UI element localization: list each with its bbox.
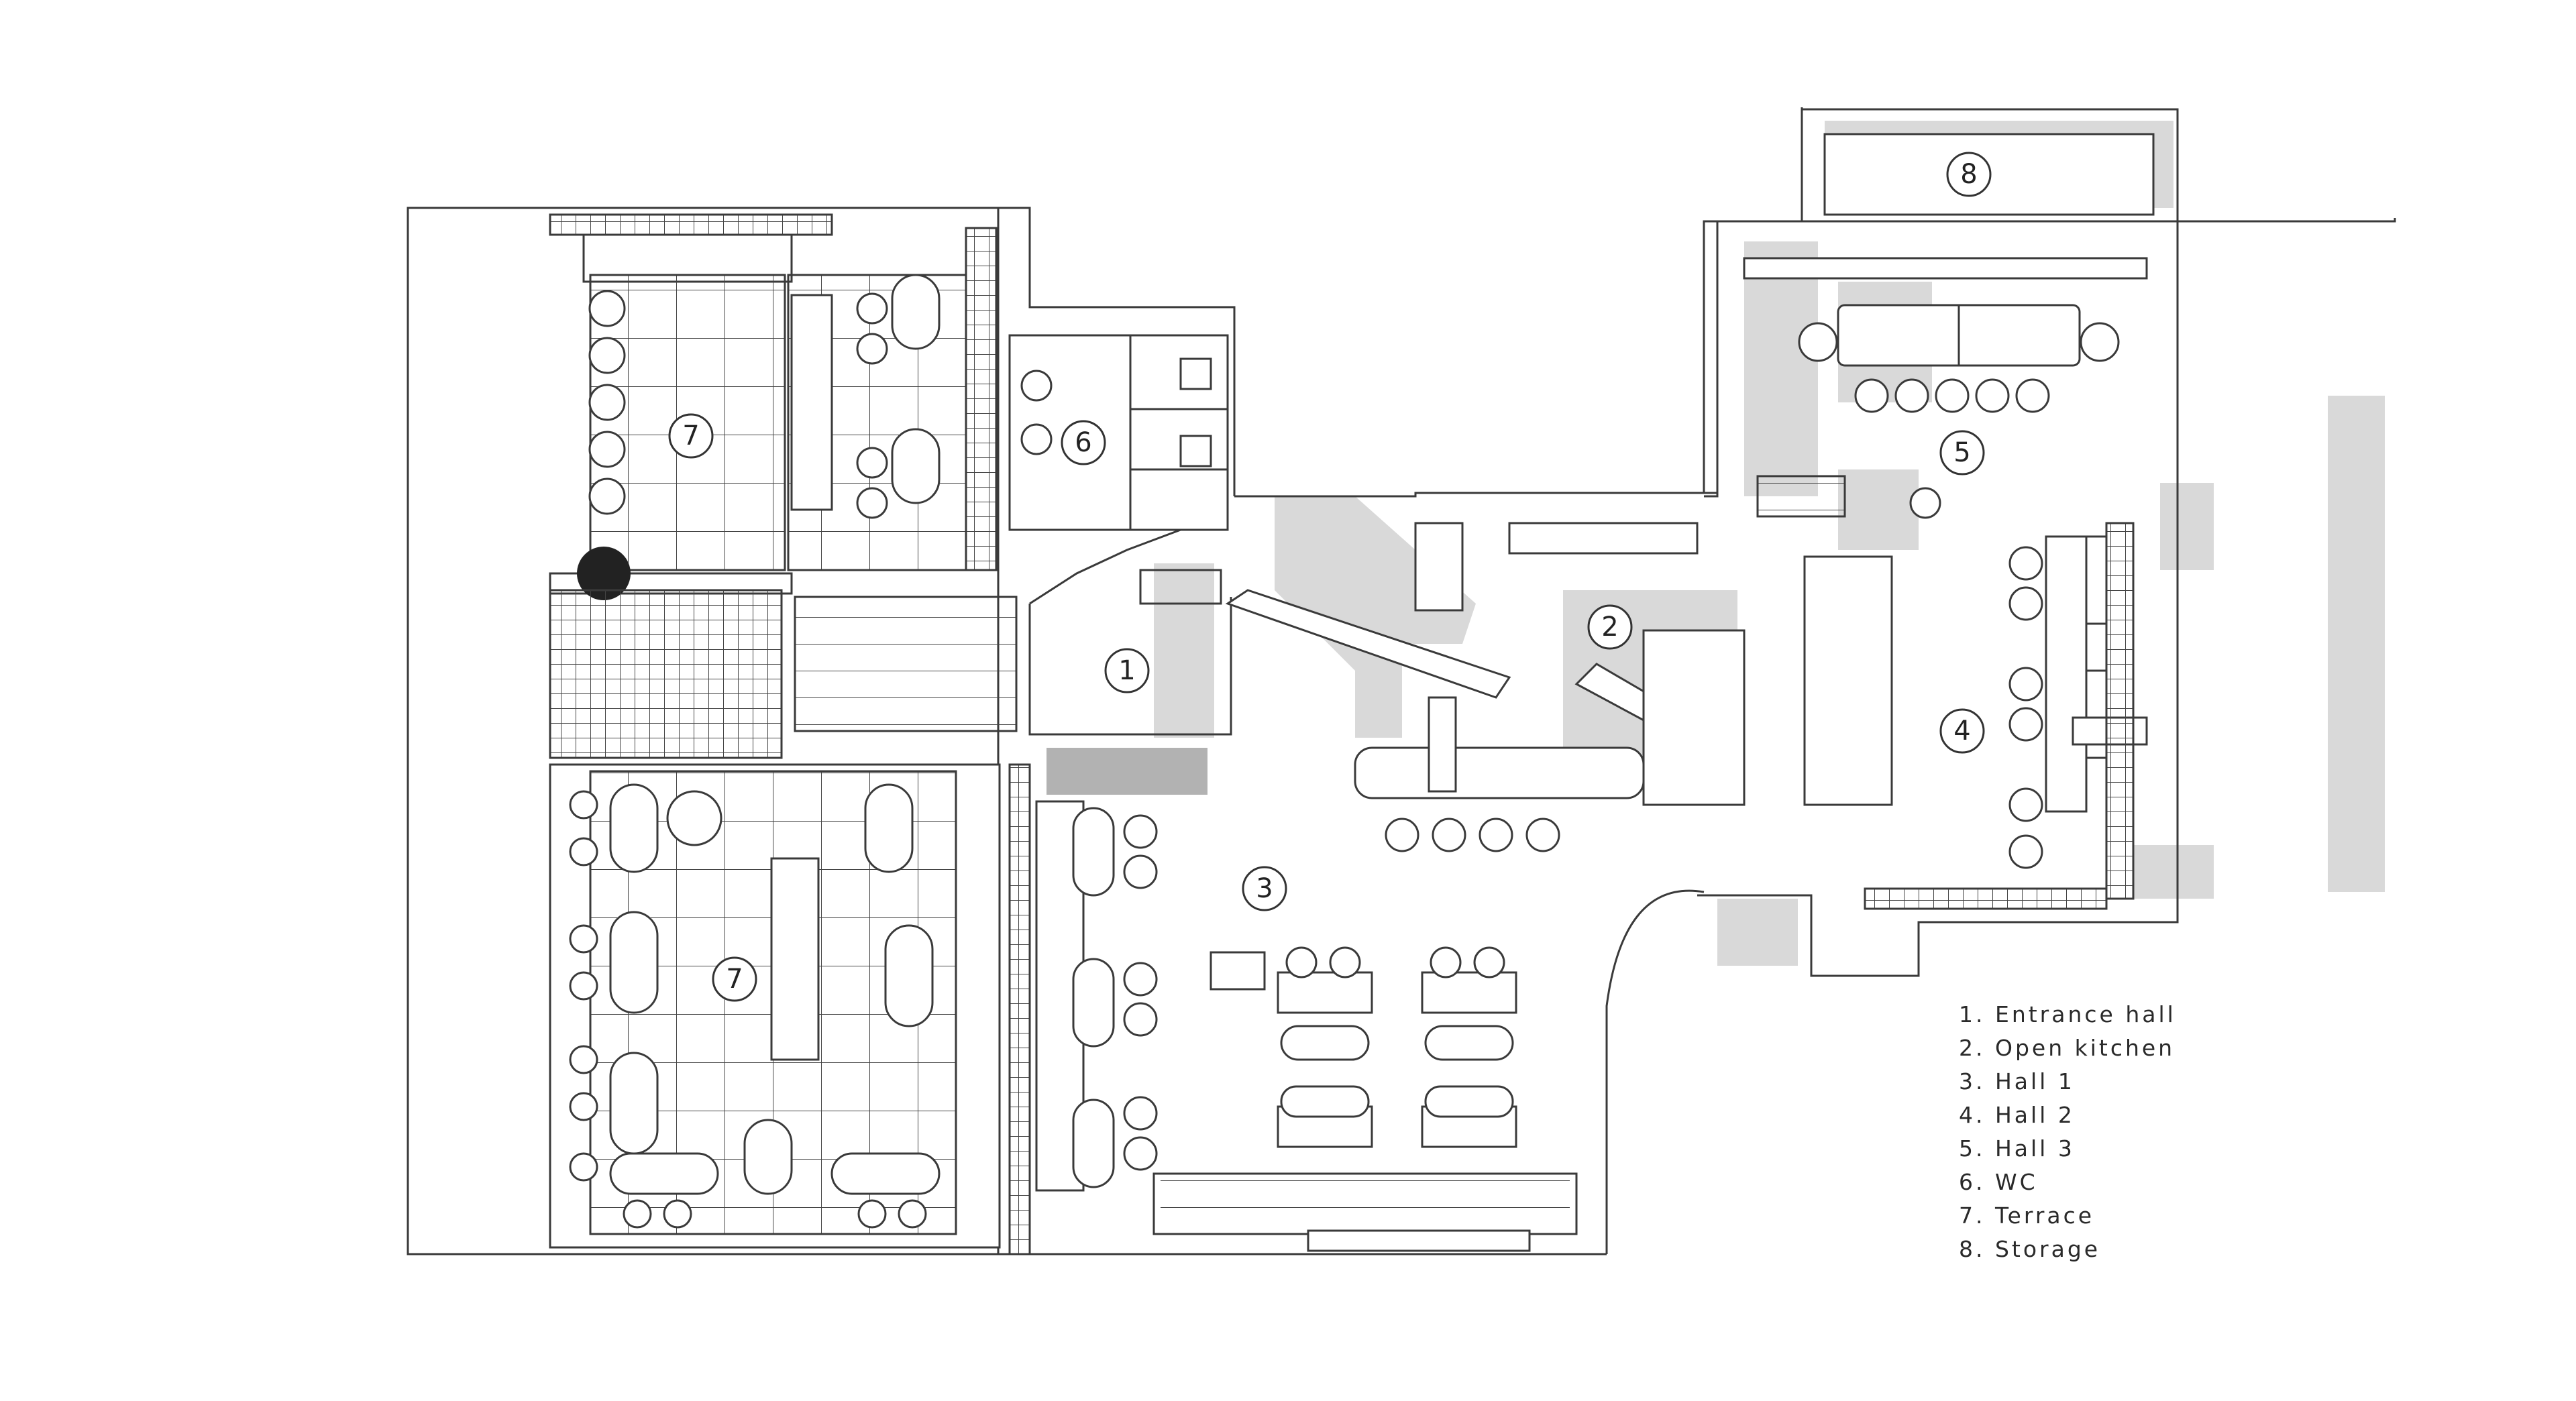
room-number: 1 xyxy=(1118,655,1135,686)
room-marker-7-bottom: 7 xyxy=(712,956,757,1002)
legend-item: 7. Terrace xyxy=(1959,1202,2095,1229)
open-kitchen xyxy=(1225,522,1893,852)
room-number: 7 xyxy=(682,421,699,451)
room-number: 3 xyxy=(1256,873,1273,904)
room-number: 6 xyxy=(1075,427,1091,458)
room-marker-2: 2 xyxy=(1587,604,1633,650)
hall-1 xyxy=(1008,748,1578,1255)
entrance-hall xyxy=(1028,528,1232,736)
room-number: 2 xyxy=(1601,612,1618,642)
room-number: 4 xyxy=(1953,716,1970,746)
room-number: 5 xyxy=(1953,437,1970,468)
legend-item: 4. Hall 2 xyxy=(1959,1102,2075,1128)
room-marker-6: 6 xyxy=(1061,420,1106,465)
hall-3 xyxy=(1743,257,2148,413)
wc xyxy=(1008,334,1229,531)
room-marker-4: 4 xyxy=(1939,708,1985,754)
shadows xyxy=(1154,121,2385,966)
legend-item: 6. WC xyxy=(1959,1169,2038,1195)
terrace-bottom xyxy=(549,763,1001,1249)
room-marker-7-top: 7 xyxy=(668,413,714,459)
room-number: 8 xyxy=(1960,159,1977,190)
room-markers: 1 2 3 4 5 6 7 7 8 xyxy=(668,152,1992,1002)
room-marker-5: 5 xyxy=(1939,430,1985,475)
room-marker-8: 8 xyxy=(1946,152,1992,197)
legend-item: 2. Open kitchen xyxy=(1959,1035,2176,1061)
legend-item: 3. Hall 1 xyxy=(1959,1068,2075,1095)
exterior-walls xyxy=(407,107,2396,1255)
room-marker-3: 3 xyxy=(1242,866,1287,911)
hall-2 xyxy=(1756,475,2148,910)
legend: 1. Entrance hall 2. Open kitchen 3. Hall… xyxy=(1959,998,2375,1266)
legend-item: 1. Entrance hall xyxy=(1959,1001,2176,1027)
terrace-top xyxy=(549,213,998,600)
stairs xyxy=(549,589,1018,759)
legend-item: 8. Storage xyxy=(1959,1236,2101,1262)
room-number: 7 xyxy=(726,964,743,995)
room-marker-1: 1 xyxy=(1104,648,1150,693)
legend-item: 5. Hall 3 xyxy=(1959,1135,2075,1162)
